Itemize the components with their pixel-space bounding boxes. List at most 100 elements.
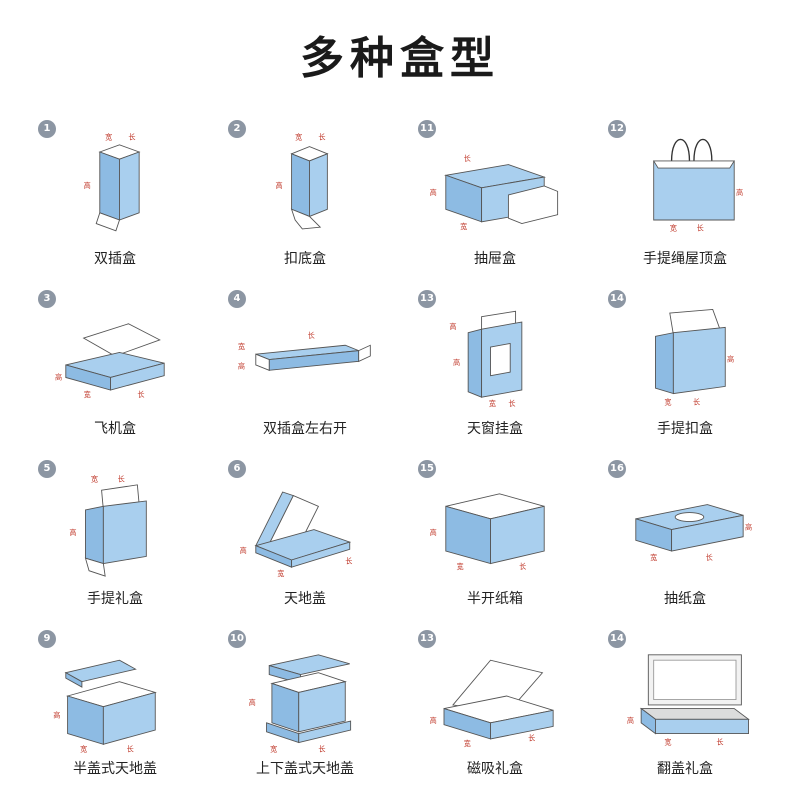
magnetic-gift-box-icon: 高宽长 [410, 632, 580, 760]
box-type-label: 扣底盒 [210, 248, 400, 268]
window-hanging-box-icon: 高高宽长 [410, 292, 580, 420]
half-open-carton-icon: 高宽长 [410, 462, 580, 590]
item-number-badge: 13 [418, 290, 436, 308]
svg-text:宽: 宽 [664, 737, 671, 746]
item-number-badge: 14 [608, 630, 626, 648]
svg-text:宽: 宽 [84, 390, 91, 399]
svg-text:宽: 宽 [277, 569, 284, 578]
svg-text:长: 长 [706, 553, 713, 562]
svg-text:长: 长 [345, 557, 352, 566]
half-lid-box-icon: 高宽长 [30, 632, 200, 760]
item-number-badge: 10 [228, 630, 246, 648]
box-type-label: 手提绳屋顶盒 [590, 248, 780, 268]
svg-text:高: 高 [745, 523, 752, 532]
svg-text:高: 高 [727, 354, 734, 363]
side-tuck-box-icon: 长宽高 [220, 292, 390, 420]
svg-text:宽: 宽 [270, 744, 277, 753]
box-type-label: 磁吸礼盒 [400, 758, 590, 778]
svg-text:高: 高 [69, 528, 76, 537]
svg-text:长: 长 [308, 331, 315, 340]
svg-text:高: 高 [238, 362, 245, 371]
svg-text:长: 长 [519, 562, 526, 571]
item-number-badge: 12 [608, 120, 626, 138]
svg-text:高: 高 [275, 181, 282, 190]
item-number-badge: 1 [38, 120, 56, 138]
box-type-label: 上下盖式天地盖 [210, 758, 400, 778]
item-number-badge: 11 [418, 120, 436, 138]
drawer-box-icon: 长高宽 [410, 122, 580, 250]
flip-lid-gift-box-icon: 高宽 长 [600, 632, 770, 760]
item-number-badge: 9 [38, 630, 56, 648]
mailer-box-icon: 高宽 长 [30, 292, 200, 420]
svg-text:长: 长 [464, 154, 471, 163]
item-number-badge: 16 [608, 460, 626, 478]
lock-bottom-box-icon: 宽 长高 [220, 122, 390, 250]
rope-handle-bag-icon: 高宽 长 [600, 122, 770, 250]
box-type-card: 高宽 长 3 飞机盒 [20, 280, 210, 450]
item-number-badge: 5 [38, 460, 56, 478]
box-type-label: 抽纸盒 [590, 588, 780, 608]
box-type-card: 高宽 长 14 手提扣盒 [590, 280, 780, 450]
svg-text:高: 高 [627, 716, 634, 725]
svg-text:高: 高 [55, 372, 62, 381]
svg-text:长: 长 [128, 132, 135, 141]
svg-text:高: 高 [449, 322, 456, 331]
box-type-label: 抽屉盒 [400, 248, 590, 268]
svg-text:长: 长 [508, 399, 515, 408]
svg-text:高: 高 [736, 188, 743, 197]
page-title: 多种盒型 [0, 22, 800, 86]
box-type-label: 翻盖礼盒 [590, 758, 780, 778]
item-number-badge: 13 [418, 630, 436, 648]
svg-text:长: 长 [318, 132, 325, 141]
svg-text:长: 长 [528, 734, 535, 743]
svg-text:长: 长 [137, 390, 144, 399]
svg-text:宽: 宽 [238, 342, 245, 351]
svg-text:宽: 宽 [670, 224, 677, 233]
svg-text:长: 长 [697, 224, 704, 233]
svg-text:宽: 宽 [105, 132, 112, 141]
box-type-card: 高宽 长 16 抽纸盒 [590, 450, 780, 620]
svg-text:宽: 宽 [91, 474, 98, 483]
box-type-card: 高宽 长 12 手提绳屋顶盒 [590, 110, 780, 280]
svg-text:长: 长 [716, 737, 723, 746]
svg-text:长: 长 [118, 474, 125, 483]
tissue-box-icon: 高宽 长 [600, 462, 770, 590]
item-number-badge: 6 [228, 460, 246, 478]
svg-text:宽: 宽 [460, 222, 467, 231]
svg-text:长: 长 [318, 744, 325, 753]
box-type-label: 天窗挂盒 [400, 418, 590, 438]
svg-text:宽: 宽 [295, 132, 302, 141]
top-bottom-lid-box-icon: 高宽 长 [220, 632, 390, 760]
box-type-label: 手提扣盒 [590, 418, 780, 438]
svg-text:高: 高 [453, 358, 460, 367]
svg-text:宽: 宽 [489, 399, 496, 408]
box-type-label: 飞机盒 [20, 418, 210, 438]
handle-gift-box-icon: 宽 长高 [30, 462, 200, 590]
svg-text:高: 高 [249, 698, 256, 707]
item-number-badge: 15 [418, 460, 436, 478]
svg-text:宽: 宽 [664, 397, 671, 406]
box-type-label: 手提礼盒 [20, 588, 210, 608]
svg-text:高: 高 [430, 528, 437, 537]
box-type-label: 半开纸箱 [400, 588, 590, 608]
svg-text:宽: 宽 [80, 744, 87, 753]
box-type-card: 高宽 长 14 翻盖礼盒 [590, 620, 780, 790]
item-number-badge: 3 [38, 290, 56, 308]
svg-text:高: 高 [430, 716, 437, 725]
lid-base-box-icon: 高宽 长 [220, 462, 390, 590]
svg-text:高: 高 [240, 546, 247, 555]
svg-text:长: 长 [693, 397, 700, 406]
box-type-label: 半盖式天地盖 [20, 758, 210, 778]
handle-lock-box-icon: 高宽 长 [600, 292, 770, 420]
svg-text:宽: 宽 [650, 553, 657, 562]
item-number-badge: 14 [608, 290, 626, 308]
